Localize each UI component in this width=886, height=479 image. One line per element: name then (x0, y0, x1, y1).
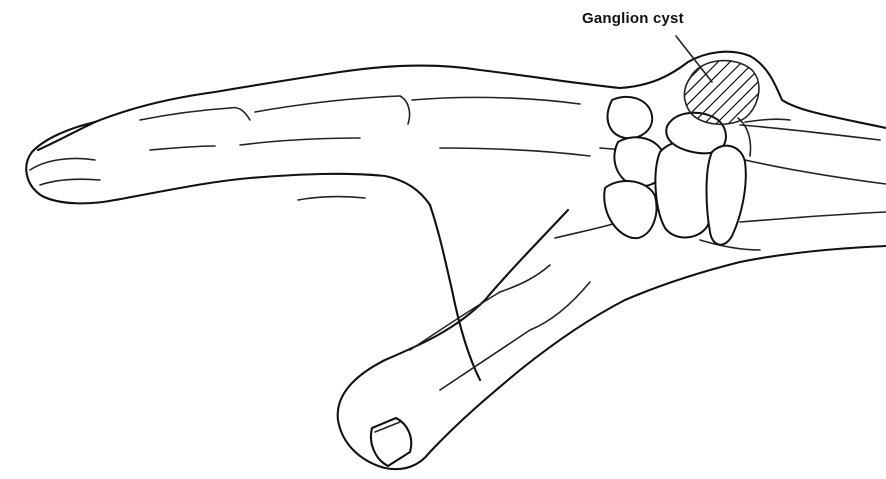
hand-dorsal-outline (38, 52, 886, 150)
ganglion-cyst-label: Ganglion cyst (582, 10, 684, 27)
finger-nail (30, 158, 95, 170)
finger-tip-outline (26, 122, 430, 205)
palm-underside (430, 205, 480, 380)
thumb-outline (338, 210, 886, 469)
carpal-bone-6 (707, 146, 746, 245)
carpal-bone-1 (608, 97, 653, 138)
finger-phalanx-line (140, 108, 230, 120)
cyst-leader-line (676, 36, 712, 82)
carpal-bone-3 (604, 181, 656, 238)
